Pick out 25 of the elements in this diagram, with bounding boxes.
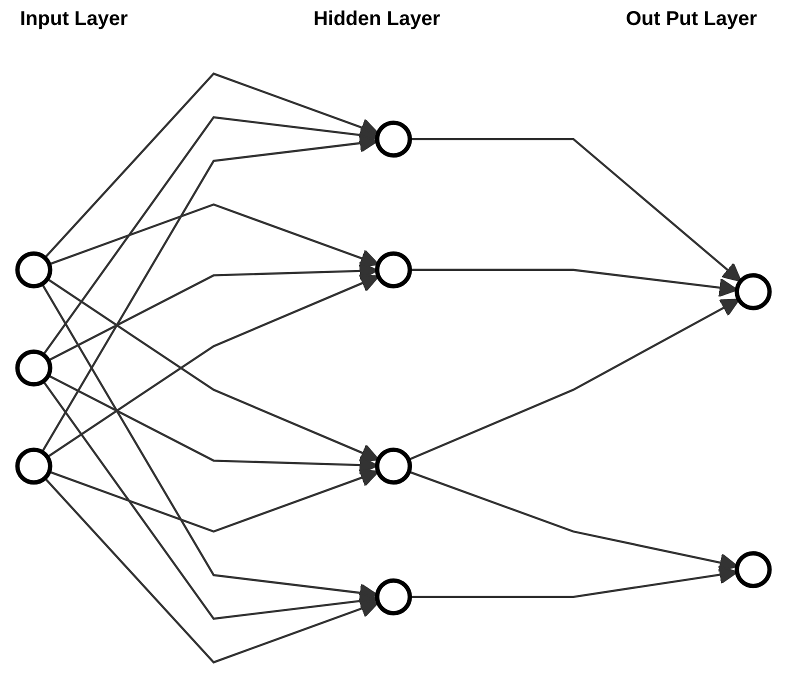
- arrow: [48, 468, 379, 533]
- node-circle: [15, 251, 52, 288]
- node-circle: [374, 448, 412, 485]
- node-circle: [374, 251, 412, 288]
- arrow: [41, 283, 378, 602]
- arrow: [410, 565, 738, 598]
- node-circle: [734, 273, 772, 310]
- layer-label: Input Layer: [20, 8, 128, 32]
- arrow: [44, 72, 379, 259]
- layer-label: Out Put Layer: [626, 8, 757, 32]
- arrow: [42, 116, 378, 356]
- node-circle: [374, 578, 412, 616]
- arrow: [42, 380, 378, 620]
- layer-label: Hidden Layer: [313, 8, 440, 32]
- arrow: [44, 477, 379, 664]
- node-circle: [15, 349, 52, 387]
- node-circle: [734, 551, 772, 588]
- node-circle: [374, 120, 412, 158]
- arrow: [48, 203, 379, 268]
- node-circle: [15, 448, 52, 485]
- arrow: [408, 298, 740, 461]
- arrow: [410, 138, 742, 282]
- arrow: [41, 134, 378, 453]
- arrow: [408, 470, 738, 572]
- arrow: [410, 268, 738, 298]
